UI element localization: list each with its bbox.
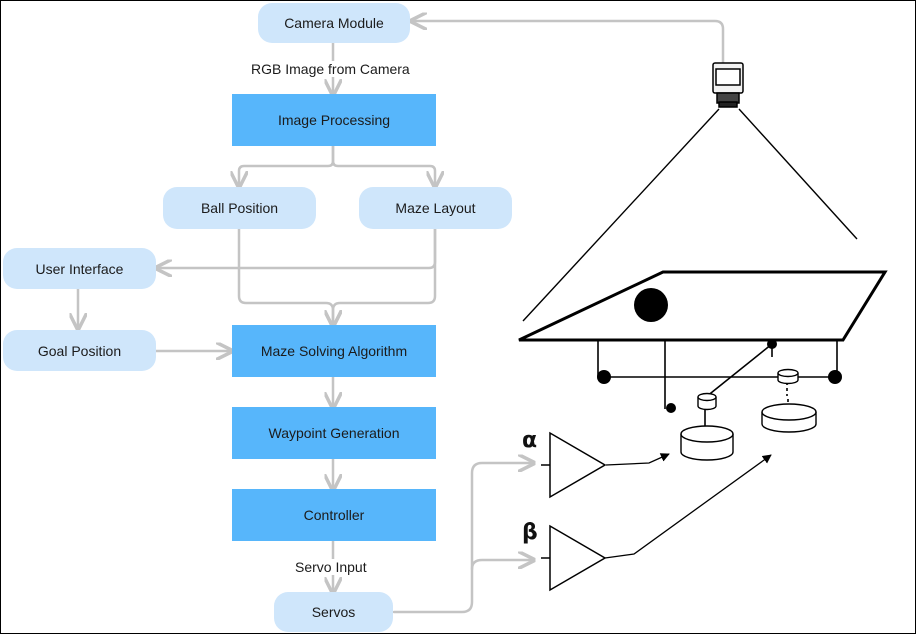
support-joints [597, 339, 842, 413]
connector-processing-to-ball [239, 144, 335, 185]
ball-position-node: Ball Position [163, 187, 316, 229]
connector-camera-feed [413, 21, 725, 65]
rgb-image-label: RGB Image from Camera [248, 61, 413, 77]
goal-position-node: Goal Position [3, 330, 156, 371]
maze-layout-node: Maze Layout [359, 187, 512, 229]
connector-maze-to-ui [158, 227, 437, 268]
image-processing-node: Image Processing [232, 94, 436, 146]
connector-servos-to-alpha [392, 463, 532, 614]
connector-ball-to-solver [237, 227, 333, 324]
connector-processing-to-maze [331, 144, 435, 185]
amplifier-alpha [541, 431, 607, 499]
maze-platform [518, 270, 888, 342]
servo-motor-beta [761, 368, 817, 433]
alpha-label: α [522, 428, 538, 453]
amplifier-beta [541, 524, 607, 592]
ball [634, 288, 668, 322]
user-interface-node: User Interface [3, 248, 156, 289]
controller-node: Controller [232, 489, 436, 541]
beta-label: β [522, 520, 538, 545]
camera-module-node: Camera Module [258, 3, 410, 43]
waypoint-generation-node: Waypoint Generation [232, 407, 436, 459]
camera-view-lines [522, 108, 858, 322]
servo-input-label: Servo Input [292, 559, 370, 575]
servos-node: Servos [274, 592, 393, 632]
camera-icon [712, 62, 744, 108]
beta-command-arrow [604, 454, 772, 559]
alpha-command-arrow [605, 453, 670, 466]
servo-motor-alpha [680, 392, 734, 461]
connector-maze-to-solver [333, 227, 437, 324]
maze-solving-algorithm-node: Maze Solving Algorithm [232, 325, 436, 377]
connector-servos-to-beta [470, 560, 532, 571]
